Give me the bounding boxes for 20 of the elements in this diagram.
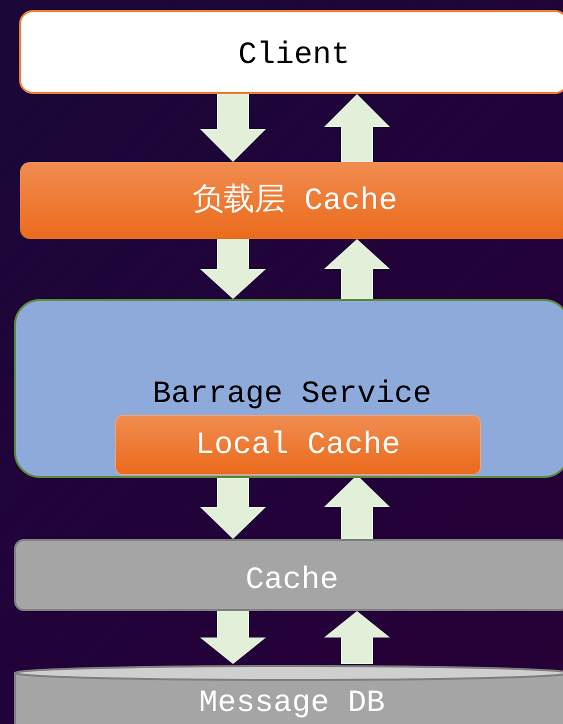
block-arrow	[324, 611, 390, 664]
cache-box	[14, 539, 563, 611]
cache-layer-box	[20, 162, 563, 239]
client-box	[19, 10, 563, 94]
local-cache-box	[115, 415, 481, 475]
block-arrow	[200, 239, 266, 299]
service-box	[14, 299, 563, 478]
block-arrow	[200, 475, 266, 539]
node-label: Client	[237, 38, 351, 74]
node-label: Barrage Service	[151, 377, 433, 413]
block-arrow	[324, 475, 390, 539]
block-arrow	[324, 94, 390, 162]
database-cylinder	[14, 664, 563, 724]
block-arrow	[200, 611, 266, 664]
node-label: Cache	[244, 563, 340, 599]
node-label: Local Cache	[194, 428, 402, 464]
block-arrow	[324, 239, 390, 299]
node-label: 负载层 Cache	[192, 184, 398, 220]
block-arrow	[200, 94, 266, 162]
node-label: Message DB	[198, 686, 386, 722]
